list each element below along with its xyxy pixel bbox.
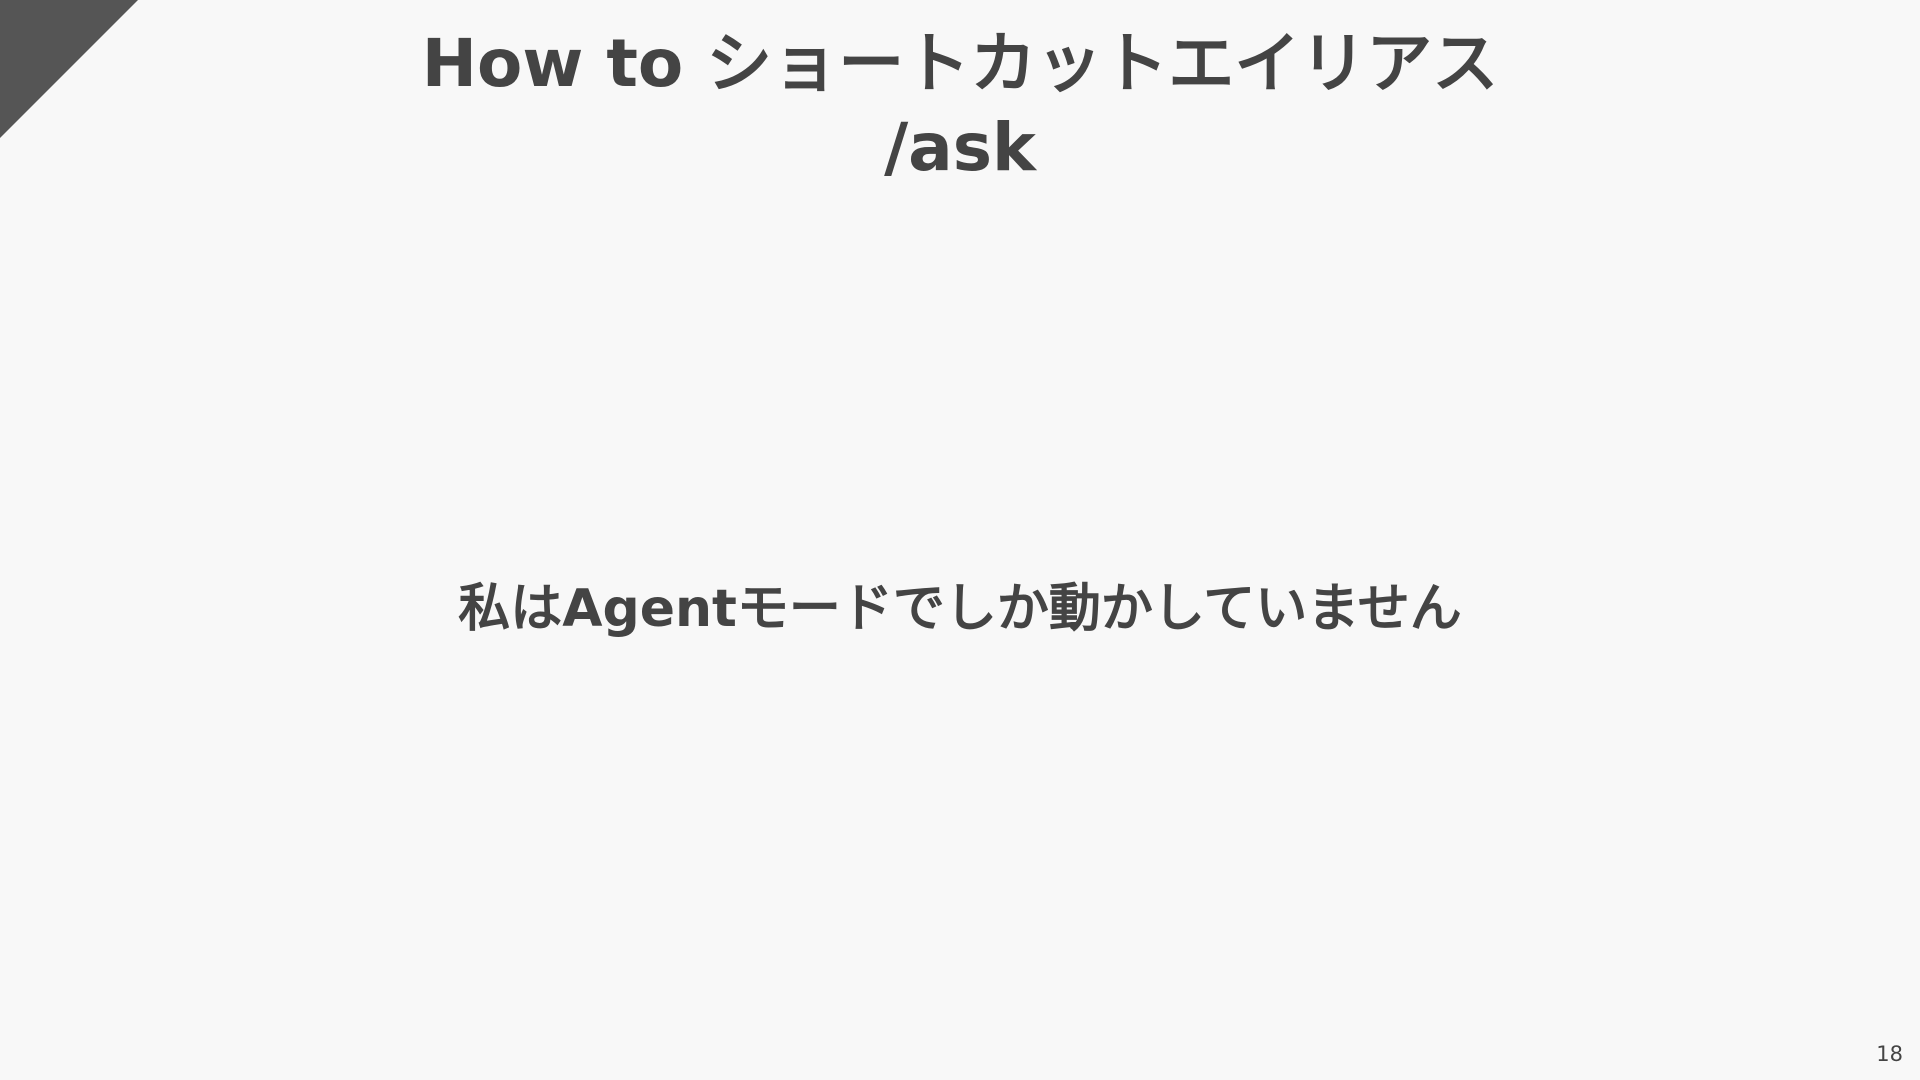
slide-title-line-2: /ask <box>884 109 1036 186</box>
slide-title-line-1: How to ショートカットエイリアス <box>421 25 1499 102</box>
slide-title: How to ショートカットエイリアス /ask <box>0 22 1920 190</box>
page-number: 18 <box>1876 1042 1903 1066</box>
slide-body-text: 私はAgentモードでしか動かしていません <box>458 579 1462 639</box>
corner-triangle-decoration <box>0 0 138 138</box>
